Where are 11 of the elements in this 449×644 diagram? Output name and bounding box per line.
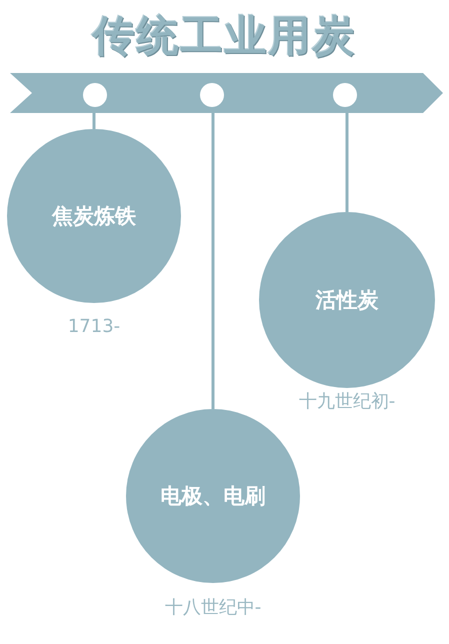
- date-label: 十九世纪初-: [298, 390, 396, 413]
- connector-line: [92, 113, 96, 129]
- topic-label: 活性炭: [316, 287, 378, 314]
- title: 传统工业用炭: [90, 10, 358, 62]
- timeline-arrow: [10, 73, 443, 113]
- connector-line: [346, 113, 348, 212]
- date-label: 1713-: [66, 316, 122, 337]
- topic-label: 电极、电刷: [160, 483, 266, 510]
- date-label: 十八世纪中-: [164, 596, 262, 619]
- topic-label: 焦炭炼铁: [52, 203, 136, 230]
- connector-line: [212, 113, 214, 409]
